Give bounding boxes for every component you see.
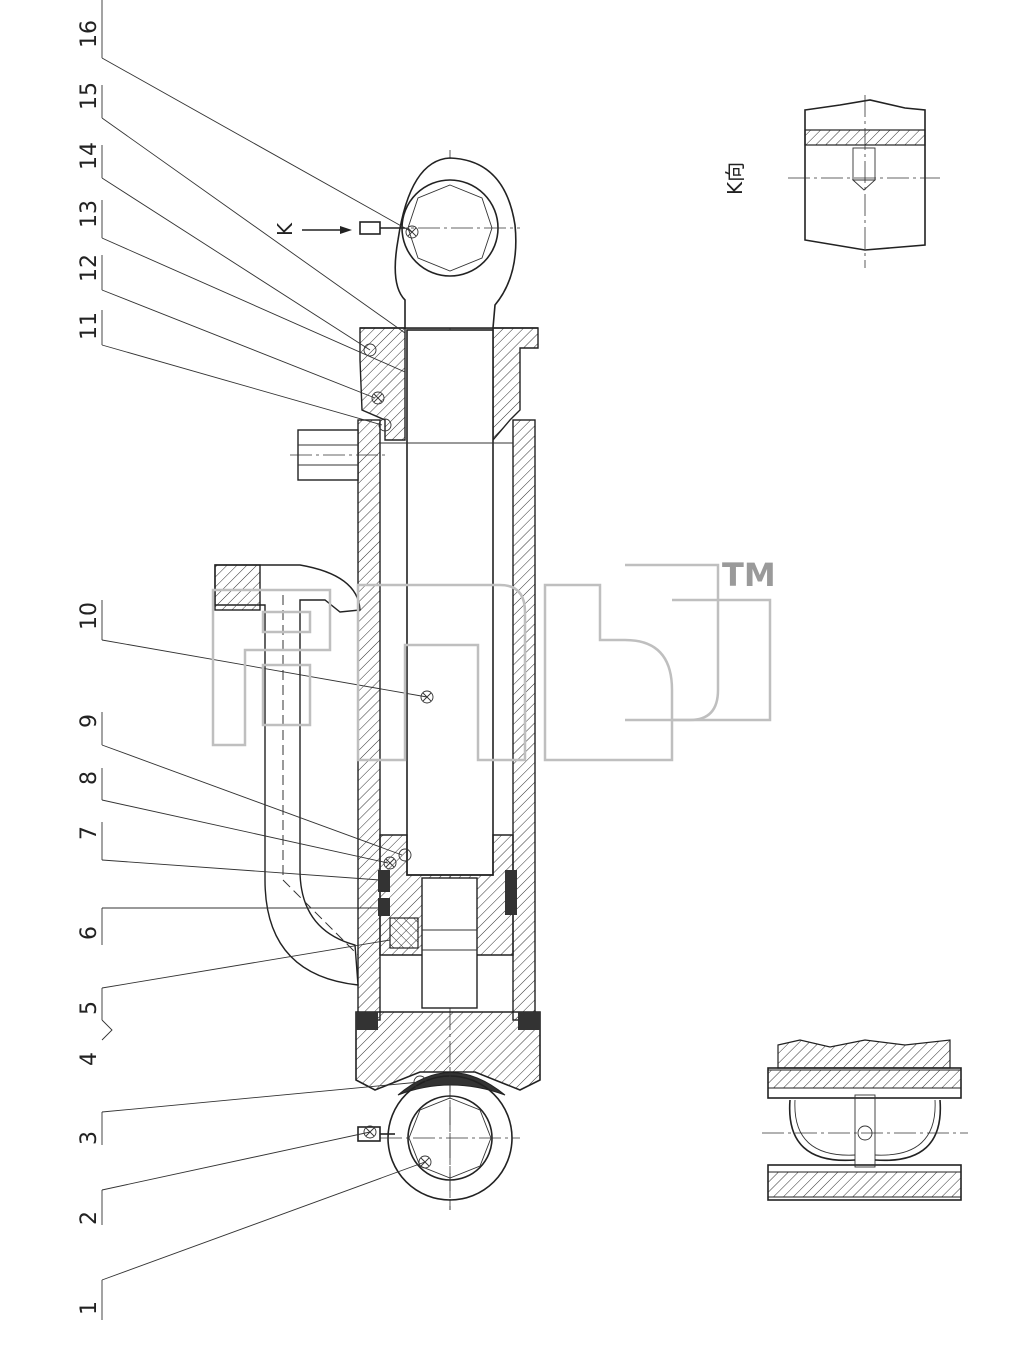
part-label-10: 10 [77,602,102,630]
leader-lines [101,0,428,1320]
part-label-11: 11 [77,312,102,340]
cylinder-assembly [214,150,541,1210]
part-label-15: 15 [77,82,102,110]
part-label-4: 4 [77,1052,102,1066]
part-label-3: 3 [77,1131,102,1145]
part-label-13: 13 [77,200,102,228]
part-label-6: 6 [77,926,102,940]
rod-end-stub [421,877,478,1009]
side-pipe [214,564,361,986]
cylinder-bottom-cap [355,1011,541,1091]
part-label-7: 7 [77,826,102,840]
part-label-16: 16 [77,20,102,48]
part-label-1: 1 [77,1301,102,1315]
balloon-markers [363,225,434,1169]
part-label-5: 5 [77,1001,102,1015]
watermark-tm: TM [722,556,776,594]
view-label: K向 [723,162,747,195]
arrow-label: K [273,222,297,236]
part-label-9: 9 [77,714,102,728]
k-view-detail: K向 [723,95,940,268]
k-view-arrow: K [273,222,352,236]
part-labels: 16 15 14 13 12 11 10 9 8 7 6 5 4 3 2 1 [77,20,102,1315]
part-label-14: 14 [77,142,102,170]
watermark-logo: TM [211,556,776,762]
top-rod-eye [394,157,517,329]
barrel-wall-left [357,419,381,1021]
section-detail [762,1039,968,1201]
part-label-2: 2 [77,1211,102,1225]
part-label-12: 12 [77,254,102,282]
piston-rod [406,329,494,876]
cylinder-head-right [492,327,539,442]
part-label-8: 8 [77,771,102,785]
